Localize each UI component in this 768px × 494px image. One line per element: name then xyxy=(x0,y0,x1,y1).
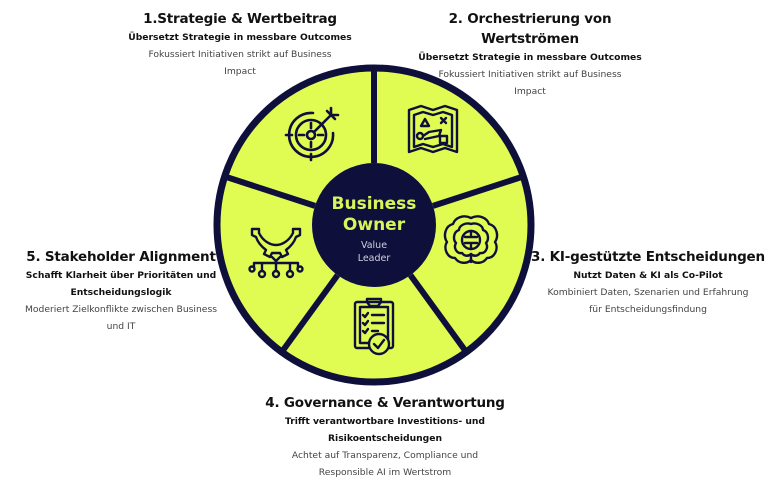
segment-4-text: 4. Governance & Verantwortung Trifft ver… xyxy=(245,393,525,481)
segment-2-desc-line1: Fokussiert Initiativen strikt auf Busine… xyxy=(438,69,622,80)
segment-1-desc-line2: Impact xyxy=(224,66,256,77)
segment-4-subtitle-line1: Trifft verantwortbare Investitions- und xyxy=(284,416,486,427)
segment-4-desc-line2: Responsible AI im Wertstrom xyxy=(318,467,452,478)
segment-5-text: 5. Stakeholder Alignment Schafft Klarhei… xyxy=(8,247,234,335)
segment-3-text: 3. KI-gestützte Entscheidungen Nutzt Dat… xyxy=(528,247,768,318)
segment-divider xyxy=(432,174,522,209)
wheel-segment-3 xyxy=(410,177,528,350)
segment-divider xyxy=(226,174,316,209)
segment-3-subtitle: Nutzt Daten & KI als Co-Pilot xyxy=(573,270,723,281)
segment-2-desc-line2: Impact xyxy=(514,86,546,97)
segment-2-text: 2. Orchestrierung von Wertströmen Überse… xyxy=(398,9,662,100)
segment-4-title: 4. Governance & Verantwortung xyxy=(265,395,505,411)
outer-ring xyxy=(213,64,535,386)
segment-3-desc-line2: für Entscheidungsfindung xyxy=(589,304,707,315)
strategy-map-icon xyxy=(407,104,459,154)
target-dart-icon xyxy=(284,106,340,162)
wheel-segment-4 xyxy=(283,275,465,379)
segment-1-subtitle: Übersetzt Strategie in messbare Outcomes xyxy=(128,32,352,43)
center-title-line2: Owner xyxy=(343,215,406,235)
segment-1-desc-line1: Fokussiert Initiativen strikt auf Busine… xyxy=(148,49,332,60)
segment-divider xyxy=(281,273,340,352)
segment-4-subtitle-line2: Risikoentscheidungen xyxy=(327,433,443,444)
wheel-segment-1 xyxy=(227,71,374,206)
segment-2-title: 2. Orchestrierung von Wertströmen xyxy=(448,11,612,47)
checklist-clipboard-icon xyxy=(353,297,395,356)
segment-2-subtitle: Übersetzt Strategie in messbare Outcomes xyxy=(418,52,642,63)
gear-network-icon xyxy=(248,227,304,279)
ai-brain-icon xyxy=(443,215,499,264)
center-subtitle-line2: Leader xyxy=(358,253,391,264)
segment-3-desc-line1: Kombiniert Daten, Szenarien und Erfahrun… xyxy=(547,287,749,298)
center-title-line1: Business xyxy=(332,194,417,214)
center-hub xyxy=(312,163,436,287)
segment-5-desc-line2: und IT xyxy=(106,321,136,332)
segment-4-desc-line1: Achtet auf Transparenz, Compliance und xyxy=(291,450,479,461)
segment-5-subtitle-line2: Entscheidungslogik xyxy=(70,287,172,298)
segment-divider xyxy=(408,273,467,352)
segment-5-title: 5. Stakeholder Alignment xyxy=(26,249,216,265)
segment-1-title: 1.Strategie & Wertbeitrag xyxy=(143,11,337,27)
segments-layer xyxy=(220,71,528,379)
dividers-layer xyxy=(226,71,522,352)
segment-5-subtitle-line1: Schafft Klarheit über Prioritäten und xyxy=(25,270,217,281)
segment-3-title: 3. KI-gestützte Entscheidungen xyxy=(531,249,765,265)
segment-5-desc-line1: Moderiert Zielkonflikte zwischen Busines… xyxy=(24,304,218,315)
center-subtitle-line1: Value xyxy=(361,240,387,251)
segment-1-text: 1.Strategie & Wertbeitrag Übersetzt Stra… xyxy=(110,9,370,80)
